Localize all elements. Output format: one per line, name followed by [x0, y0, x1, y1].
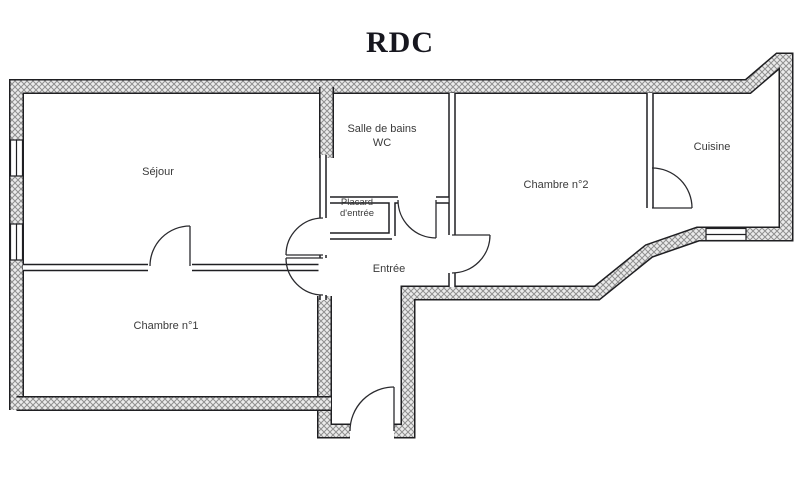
door-openings [148, 195, 457, 441]
opening-sdb [398, 195, 436, 205]
room-label-salle-de-bains-line2: WC [372, 137, 392, 149]
outer-walls [9, 52, 794, 439]
door-chambre2 [451, 234, 491, 274]
plan-title: RDC [366, 26, 434, 59]
room-label-sejour: Séjour [142, 166, 174, 178]
doors [149, 167, 693, 432]
interior-walls [23, 93, 654, 300]
opening-entree-chambre1 [318, 258, 328, 295]
room-label-placard-line2: d'entrée [339, 208, 375, 219]
outer-wall-hatch [10, 54, 792, 437]
room-label-cuisine: Cuisine [693, 141, 731, 153]
room-label-chambre2: Chambre n°2 [523, 179, 589, 191]
opening-chambre2 [447, 235, 457, 273]
room-label-chambre1: Chambre n°1 [133, 320, 199, 332]
window-sejour-2 [9, 223, 24, 261]
window-sejour-1 [9, 139, 24, 177]
room-label-salle-de-bains: Salle de bains WC [347, 122, 416, 150]
door-cuisine [651, 167, 693, 209]
door-entree-sejour [285, 217, 324, 256]
room-label-placard: Placard d'entrée [340, 197, 374, 219]
door-entry [349, 386, 395, 432]
window-cuisine [705, 227, 747, 242]
opening-entry-door [350, 421, 394, 441]
room-label-salle-de-bains-line1: Salle de bains [347, 123, 417, 135]
windows [9, 139, 747, 261]
opening-entree-sejour [318, 218, 328, 255]
opening-sejour-chambre1 [148, 263, 192, 272]
room-label-placard-line1: Placard [340, 197, 374, 208]
door-sejour-chambre1 [149, 225, 191, 267]
room-label-entree: Entrée [372, 263, 406, 275]
door-salle-de-bains [397, 199, 437, 239]
door-entree-chambre1 [285, 257, 324, 296]
